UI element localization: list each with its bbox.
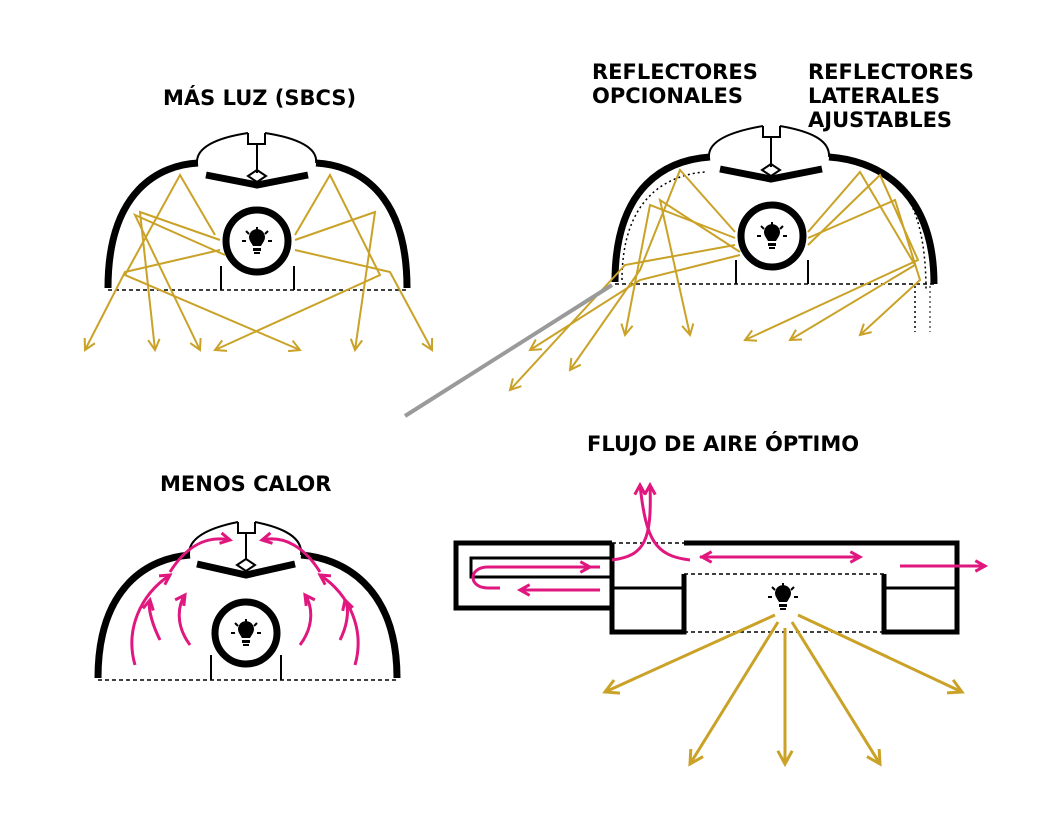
- light-rays: [508, 168, 922, 392]
- ray-line: [138, 210, 221, 351]
- arrow-head: [341, 597, 354, 612]
- arrow-head: [858, 323, 872, 337]
- flow-curve: [638, 484, 691, 562]
- flow-curve: [611, 484, 652, 562]
- flow-curve: [130, 573, 171, 666]
- ray-line: [569, 168, 736, 371]
- ray-line: [294, 249, 433, 351]
- arrow-head: [776, 750, 794, 768]
- arrow-head: [688, 748, 704, 767]
- ray-line: [789, 170, 917, 341]
- arrow-head: [743, 329, 758, 342]
- light-rays: [83, 172, 434, 353]
- label-line: LATERALES: [808, 84, 940, 108]
- flow-curve: [319, 573, 360, 666]
- arrow-head: [568, 357, 582, 372]
- arrow-head: [681, 323, 695, 338]
- arrow-head: [866, 748, 882, 767]
- arrow-head: [508, 378, 522, 392]
- label-line: REFLECTORES: [808, 60, 974, 84]
- reflectors-panel: [403, 125, 938, 418]
- ray-line: [624, 203, 736, 336]
- arrow-head: [698, 550, 713, 564]
- arrow-head: [189, 337, 202, 352]
- airflow-title: FLUJO DE AIRE ÓPTIMO: [587, 432, 860, 456]
- airflow-panel: [453, 481, 989, 768]
- label-line: REFLECTORES: [592, 60, 758, 84]
- ray-line: [132, 212, 226, 351]
- arrow-head: [141, 596, 155, 611]
- label-line: AJUSTABLES: [808, 108, 953, 132]
- flow-curve: [168, 537, 231, 573]
- arrow-head: [946, 679, 965, 695]
- ray-line: [214, 172, 382, 351]
- optional-reflectors-label: REFLECTORES OPCIONALES: [592, 60, 758, 108]
- less-heat-title: MENOS CALOR: [160, 472, 332, 496]
- airflow-arrows: [471, 481, 989, 597]
- leader-line: [403, 283, 614, 418]
- arrow-head: [974, 559, 989, 573]
- ray-line: [688, 621, 780, 765]
- ray-line: [509, 244, 736, 391]
- arrow-head: [579, 560, 594, 574]
- arrow-head: [258, 531, 273, 545]
- ray-line: [797, 613, 963, 694]
- arrow-head: [516, 583, 531, 597]
- arrow-head: [213, 339, 228, 352]
- arrow-head: [528, 339, 543, 352]
- ray-line: [294, 210, 377, 351]
- less-heat-panel: [94, 521, 401, 681]
- arrow-head: [788, 329, 803, 342]
- arrow-head: [633, 481, 647, 496]
- arrow-head: [643, 481, 657, 496]
- ray-line: [84, 249, 221, 351]
- arrow-head: [303, 592, 316, 607]
- arrow-head: [620, 323, 634, 338]
- ray-line: [529, 254, 741, 351]
- arrow-head: [287, 339, 302, 353]
- arrow-head: [849, 550, 864, 564]
- ray-line: [744, 173, 920, 341]
- arrow-head: [421, 337, 434, 352]
- arrow-head: [219, 531, 234, 545]
- label-line: OPCIONALES: [592, 84, 743, 108]
- more-light-panel: [83, 132, 434, 353]
- ray-line: [604, 613, 776, 694]
- light-rays: [602, 613, 965, 768]
- arrow-head: [147, 338, 161, 353]
- lateral-reflectors-label: REFLECTORES LATERALES AJUSTABLES: [808, 60, 974, 132]
- ray-line: [807, 198, 922, 336]
- ray-line: [790, 621, 882, 765]
- flow-curve: [471, 565, 600, 590]
- ray-line: [123, 172, 301, 351]
- arrow-head: [602, 679, 621, 695]
- ray-line: [658, 197, 741, 336]
- heat-flow-arrows: [130, 531, 360, 666]
- arrow-head: [317, 573, 332, 586]
- arrow-head: [158, 573, 173, 586]
- more-light-title: MÁS LUZ (SBCS): [163, 86, 357, 110]
- light-bulb-icon: [767, 582, 799, 611]
- reflector-housing: [94, 521, 401, 681]
- arrow-head: [349, 338, 364, 353]
- arrow-head: [174, 592, 187, 607]
- arrow-head: [83, 337, 96, 352]
- flow-curve: [261, 537, 322, 573]
